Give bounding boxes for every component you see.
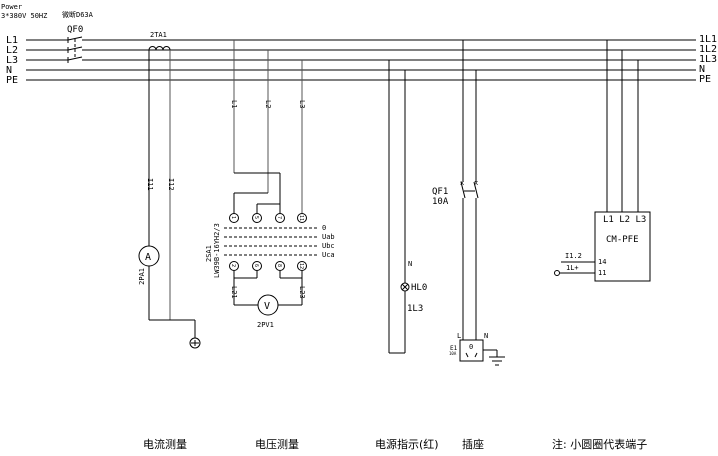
indicator-top-label: N — [408, 260, 412, 268]
position-uca: Uca — [322, 251, 335, 259]
monitor-pin-14: 14 — [598, 258, 606, 266]
bus-label-l1: L1 — [6, 35, 18, 46]
ammeter-2pa1: A — [138, 245, 160, 267]
ground-terminal-icon — [189, 337, 201, 349]
socket-glyph: 0 — [469, 343, 473, 351]
bus-label-1l3: 1L3 — [699, 54, 717, 65]
terminal-11: 11 — [298, 215, 304, 221]
socket-l-label: L — [457, 332, 461, 340]
switch-bottom-terminals: 2 6 8 12 — [229, 261, 307, 271]
main-breaker-label: QF0 — [67, 25, 83, 35]
terminal-1: 1 — [230, 216, 236, 219]
switch-model: LW39B-16YH2/3 — [213, 223, 221, 278]
caption-indicator: 电源指示(红) — [375, 437, 439, 451]
indicator-wiring — [388, 60, 406, 354]
monitor-terminals: L1 L2 L3 — [603, 215, 646, 225]
phase-label-l1: L1 — [230, 100, 238, 108]
voltmeter-label: 2PV1 — [257, 321, 274, 329]
main-breaker-qf0 — [67, 36, 83, 63]
monitor-pin-11: 11 — [598, 269, 606, 277]
breaker-x-mark: x — [460, 179, 464, 187]
power-label: Power — [1, 3, 22, 11]
switch-label: 2SA1 — [205, 245, 213, 262]
bus-label-l2: L2 — [6, 45, 18, 56]
bus-label-1l2: 1L2 — [699, 44, 717, 55]
current-transformer-2ta1 — [148, 46, 171, 320]
bus-label-n-right: N — [699, 64, 705, 75]
phase-label-l3: L3 — [298, 100, 306, 108]
breaker-x-mark: x — [474, 179, 478, 187]
wire-l23: L23 — [298, 286, 306, 299]
ammeter-label: 2PA1 — [138, 268, 146, 285]
supply-spec: 3*380V 50HZ — [1, 12, 47, 20]
wire-i12: I12 — [167, 178, 175, 191]
breaker-model: 微断D63A — [62, 10, 94, 19]
bus-left-labels: L1 L2 L3 N PE — [6, 35, 18, 86]
wire-l21: L21 — [230, 286, 238, 299]
qf1-label: QF1 — [432, 187, 448, 197]
ammeter-symbol: A — [145, 252, 151, 263]
caption-current: 电流测量 — [143, 437, 187, 451]
position-ubc: Ubc — [322, 242, 335, 250]
bus-label-pe-right: PE — [699, 74, 711, 85]
switch-top-terminals: 1 5 7 11 — [229, 213, 307, 223]
monitor-cm-pfe: L1 L2 L3 CM-PFE 14 11 — [594, 211, 651, 282]
pin-11-wire: 1L+ — [566, 264, 579, 272]
monitor-wiring — [606, 40, 639, 212]
bus-right-labels: 1L1 1L2 1L3 N PE — [699, 34, 717, 85]
voltmeter-symbol: V — [264, 301, 270, 312]
selector-switch-positions: 0 Uab Ubc Uca — [224, 224, 335, 259]
bus-label-1l1: 1L1 — [699, 34, 717, 45]
terminal-circle-icon — [554, 270, 560, 276]
caption-socket: 插座 — [462, 437, 484, 451]
terminal-2: 2 — [230, 264, 236, 267]
lamp-label: HL0 — [411, 283, 427, 293]
socket-rating: 10A — [449, 351, 457, 356]
terminal-5: 5 — [253, 216, 259, 219]
voltage-wiring — [233, 40, 303, 213]
bus-label-n: N — [6, 65, 12, 76]
terminal-12: 12 — [298, 263, 304, 269]
position-0: 0 — [322, 224, 326, 232]
voltmeter-2pv1: V — [257, 294, 279, 316]
ground-icon — [483, 349, 505, 366]
ct-label: 2TA1 — [150, 31, 167, 39]
bus-label-pe: PE — [6, 75, 18, 86]
pin-14-wire: I1.2 — [565, 252, 582, 260]
voltmeter-wiring — [233, 271, 303, 306]
terminal-7: 7 — [276, 216, 282, 219]
position-uab: Uab — [322, 233, 335, 241]
socket-wiring: x x — [460, 40, 479, 340]
indicator-bottom-label: 1L3 — [407, 304, 423, 314]
lamp-icon — [400, 282, 410, 292]
socket-label: E1 — [450, 345, 458, 352]
caption-voltage: 电压测量 — [255, 438, 299, 451]
monitor-model: CM-PFE — [606, 235, 639, 245]
bus-lines — [26, 39, 696, 81]
terminal-8: 8 — [276, 264, 282, 267]
qf1-rating: 10A — [432, 197, 449, 207]
terminal-6: 6 — [253, 264, 259, 267]
bus-label-l3: L3 — [6, 55, 18, 66]
socket-e1: 0 — [459, 339, 484, 362]
socket-n-label: N — [484, 332, 488, 340]
phase-label-l2: L2 — [264, 100, 272, 108]
wire-i11: I11 — [146, 178, 154, 191]
caption-note: 注: 小圆圈代表端子 — [552, 437, 647, 451]
